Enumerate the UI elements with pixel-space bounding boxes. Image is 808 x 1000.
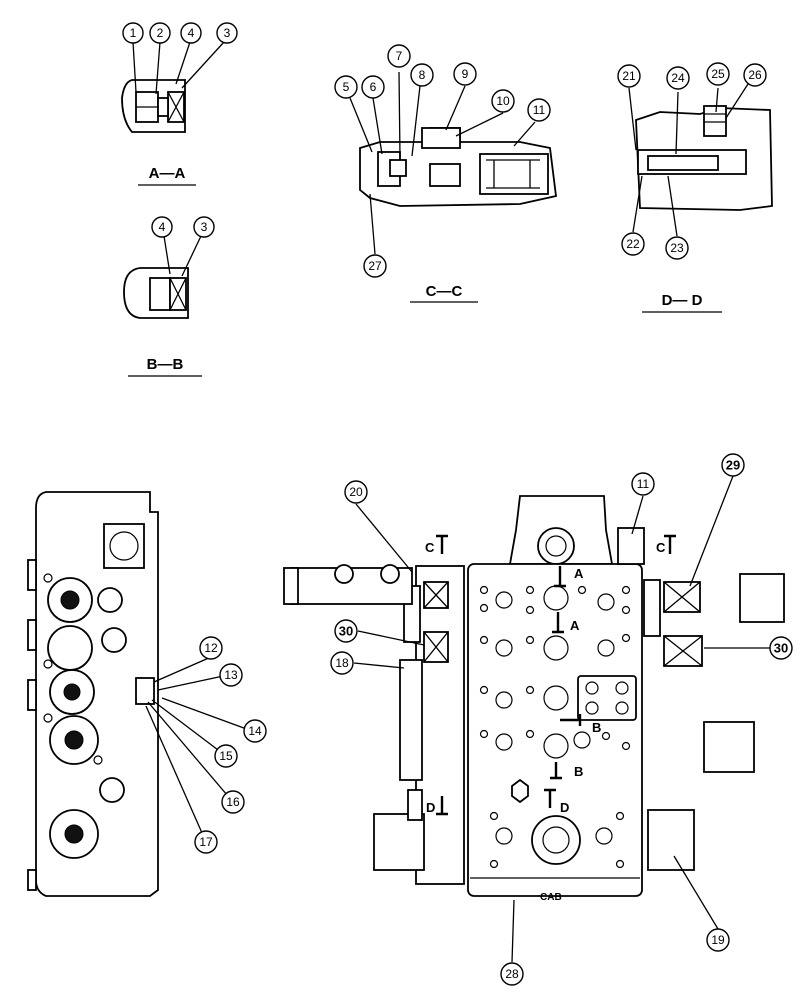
svg-text:30: 30 (774, 641, 788, 656)
callout-1: 1 (122, 22, 144, 44)
callout-26: 26 (743, 63, 767, 87)
svg-text:28: 28 (505, 967, 519, 981)
svg-text:26: 26 (748, 68, 762, 82)
section-markers (436, 534, 676, 816)
svg-text:25: 25 (711, 67, 725, 81)
section-marker-d-left: D (426, 800, 435, 815)
section-cc-drawing (359, 127, 557, 207)
section-marker-c-right: C (656, 540, 666, 555)
callout-13: 13 (219, 663, 243, 687)
section-marker-b-bottom: B (574, 764, 583, 779)
section-marker-a-bottom: A (570, 618, 580, 633)
svg-text:4: 4 (159, 220, 166, 234)
section-aa-label: A—A (149, 165, 186, 182)
callout-6: 6 (361, 75, 385, 99)
callout-11: 11 (527, 98, 551, 122)
callout-7: 7 (387, 44, 411, 68)
svg-text:19: 19 (711, 933, 725, 947)
callout-3: 3 (216, 22, 238, 44)
svg-text:3: 3 (224, 26, 231, 40)
svg-text:21: 21 (622, 69, 636, 83)
callout-29: 29 (721, 453, 745, 477)
callout-22: 22 (621, 232, 645, 256)
svg-text:30: 30 (339, 624, 353, 639)
svg-text:17: 17 (199, 835, 213, 849)
section-marker-d-right: D (560, 800, 569, 815)
callout-12: 12 (199, 636, 223, 660)
section-cc-label: C—C (426, 283, 463, 300)
callout-10: 10 (491, 89, 515, 113)
svg-text:5: 5 (343, 80, 350, 94)
callout-27: 27 (363, 254, 387, 278)
svg-text:18: 18 (335, 656, 349, 670)
svg-text:27: 27 (368, 259, 382, 273)
callout-20: 20 (344, 480, 368, 504)
callout-24: 24 (666, 66, 690, 90)
svg-text:22: 22 (626, 237, 640, 251)
svg-text:7: 7 (396, 49, 403, 63)
body-stamp: CAB (540, 892, 562, 903)
svg-text:13: 13 (224, 668, 238, 682)
callout-30-right: 30 (769, 636, 793, 660)
svg-text:15: 15 (219, 749, 233, 763)
callout-15: 15 (214, 744, 238, 768)
section-dd-drawing (635, 105, 773, 211)
svg-text:9: 9 (462, 67, 469, 81)
svg-text:29: 29 (726, 458, 740, 473)
svg-text:4: 4 (188, 26, 195, 40)
callout-17: 17 (194, 830, 218, 854)
svg-text:16: 16 (226, 795, 240, 809)
callout-30-left: 30 (334, 619, 358, 643)
callout-bb-3: 3 (193, 216, 215, 238)
callout-2: 2 (149, 22, 171, 44)
section-bb-label: B—B (147, 356, 184, 373)
plate-holes (479, 585, 637, 869)
section-marker-b-top: B (592, 720, 601, 735)
svg-text:3: 3 (201, 220, 208, 234)
section-dd-label: D— D (662, 292, 703, 309)
callout-19: 19 (706, 928, 730, 952)
callout-23: 23 (665, 236, 689, 260)
section-aa-drawing (121, 79, 186, 133)
callout-main-11: 11 (631, 472, 655, 496)
callout-8: 8 (410, 63, 434, 87)
callout-4: 4 (180, 22, 202, 44)
section-marker-c-left: C (425, 540, 435, 555)
callout-21: 21 (617, 64, 641, 88)
svg-text:23: 23 (670, 241, 684, 255)
callout-9: 9 (453, 62, 477, 86)
callout-bb-4: 4 (151, 216, 173, 238)
svg-text:14: 14 (248, 724, 262, 738)
section-marker-a-top: A (574, 566, 584, 581)
svg-text:20: 20 (349, 485, 363, 499)
svg-text:8: 8 (419, 68, 426, 82)
callout-28: 28 (500, 962, 524, 986)
callout-16: 16 (221, 790, 245, 814)
svg-text:24: 24 (671, 71, 685, 85)
svg-text:2: 2 (157, 26, 164, 40)
section-bb-drawing (123, 267, 189, 319)
svg-text:10: 10 (496, 94, 510, 108)
leader-lines (132, 41, 770, 963)
svg-text:11: 11 (533, 103, 546, 117)
side-view-block (27, 491, 159, 897)
callout-18: 18 (330, 651, 354, 675)
svg-text:12: 12 (204, 641, 218, 655)
callout-25: 25 (706, 62, 730, 86)
main-view-block (283, 495, 785, 897)
svg-text:6: 6 (370, 80, 377, 94)
callout-5: 5 (334, 75, 358, 99)
svg-text:1: 1 (130, 26, 137, 40)
callout-14: 14 (243, 719, 267, 743)
svg-text:11: 11 (637, 477, 650, 491)
